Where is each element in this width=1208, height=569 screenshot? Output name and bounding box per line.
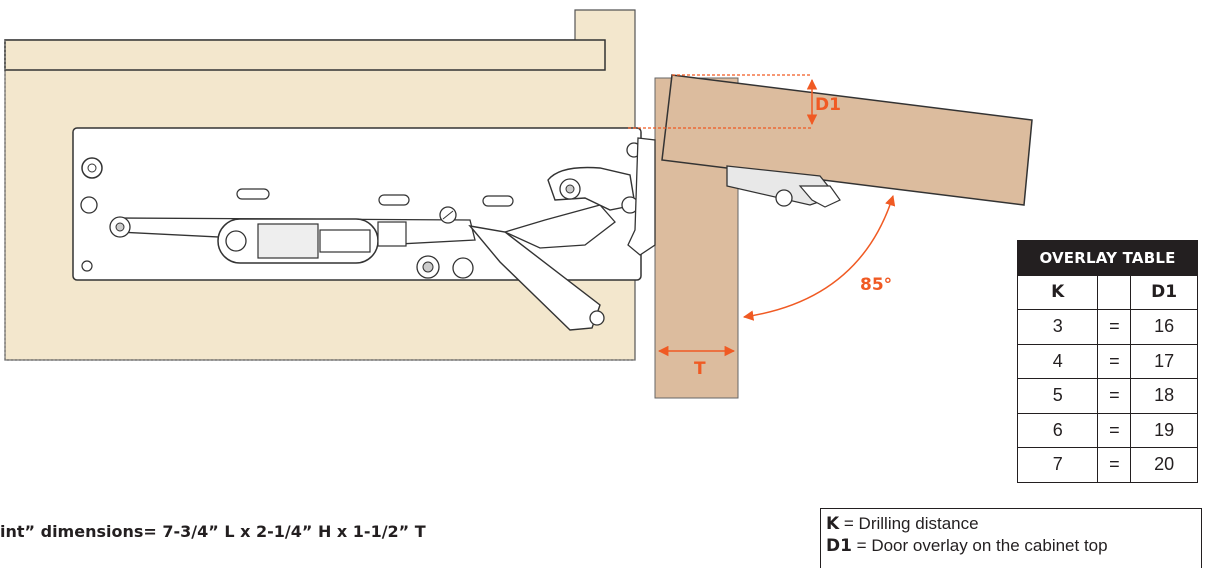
overlay-cell: 20 <box>1130 447 1198 483</box>
table-row: 3 = 16 <box>1016 309 1198 345</box>
overlay-cell: 19 <box>1130 412 1198 448</box>
overlay-cell: 17 <box>1130 343 1198 379</box>
footprint-dimensions: int” dimensions= 7-3/4” L x 2-1/4” H x 1… <box>0 522 426 541</box>
legend-item: K = Drilling distance <box>826 513 1201 535</box>
table-row: 6 = 19 <box>1016 412 1198 448</box>
overlay-header-k: K <box>1016 274 1099 310</box>
d1-dimension: D1 <box>628 74 841 129</box>
overlay-table-title: OVERLAY TABLE <box>1017 240 1198 276</box>
overlay-cell: = <box>1097 412 1132 448</box>
table-row: 5 = 18 <box>1016 378 1198 414</box>
angle-annotation: 85° <box>742 194 896 321</box>
t-dimension: T <box>657 345 736 379</box>
legend-text: = Door overlay on the cabinet top <box>851 536 1108 555</box>
overlay-cell: = <box>1097 447 1132 483</box>
overlay-cell: 6 <box>1016 412 1099 448</box>
mechanism-plate <box>72 127 656 331</box>
d1-label: D1 <box>815 95 841 115</box>
legend-key: K <box>826 514 840 534</box>
overlay-header-d1: D1 <box>1130 274 1198 310</box>
legend-key: D1 <box>826 536 852 556</box>
overlay-cell: 5 <box>1016 378 1099 414</box>
door-panel <box>661 74 1033 206</box>
overlay-cell: = <box>1097 309 1132 345</box>
overlay-cell: = <box>1097 343 1132 379</box>
overlay-table: OVERLAY TABLE K D1 3 = 16 4 = 17 5 = 18 … <box>1016 240 1198 483</box>
overlay-cell: 4 <box>1016 343 1099 379</box>
angle-label: 85° <box>860 275 892 295</box>
overlay-header-eq <box>1097 274 1132 310</box>
t-label: T <box>694 359 706 379</box>
table-row: 4 = 17 <box>1016 343 1198 379</box>
table-row: 7 = 20 <box>1016 447 1198 483</box>
legend-item: D1 = Door overlay on the cabinet top <box>826 535 1201 557</box>
overlay-cell: 16 <box>1130 309 1198 345</box>
overlay-cell: 3 <box>1016 309 1099 345</box>
legend-box: K = Drilling distance D1 = Door overlay … <box>820 508 1202 568</box>
overlay-cell: 7 <box>1016 447 1099 483</box>
legend-text: = Drilling distance <box>839 514 979 533</box>
overlay-cell: = <box>1097 378 1132 414</box>
overlay-cell: 18 <box>1130 378 1198 414</box>
